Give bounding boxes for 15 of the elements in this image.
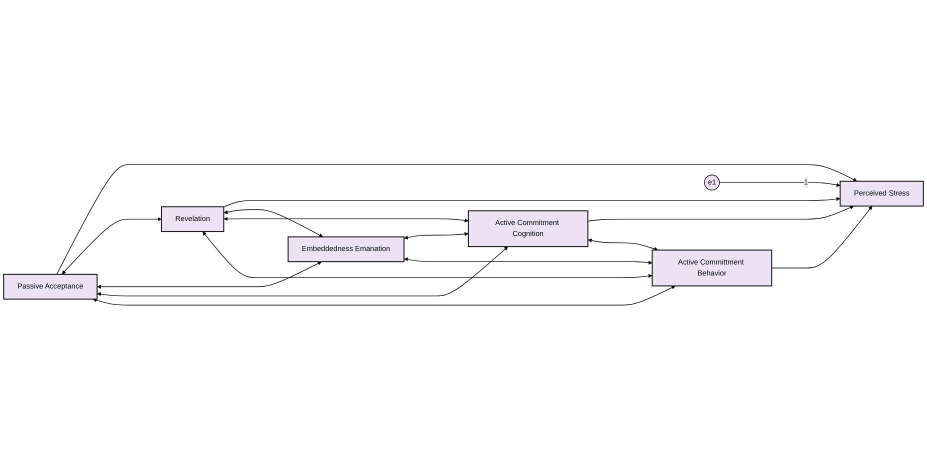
arrow	[92, 285, 676, 306]
arrow	[404, 257, 652, 264]
arrow	[404, 232, 469, 240]
arrow	[771, 205, 872, 268]
arrow	[223, 196, 840, 207]
arrow	[56, 164, 858, 274]
arrow	[719, 182, 840, 187]
arrow	[588, 238, 658, 250]
arrow	[588, 205, 854, 222]
arrow	[224, 208, 324, 237]
arrow	[97, 246, 508, 296]
arrow	[202, 231, 652, 278]
arrow	[224, 216, 469, 222]
arrow	[97, 261, 322, 288]
arrow	[62, 216, 162, 274]
